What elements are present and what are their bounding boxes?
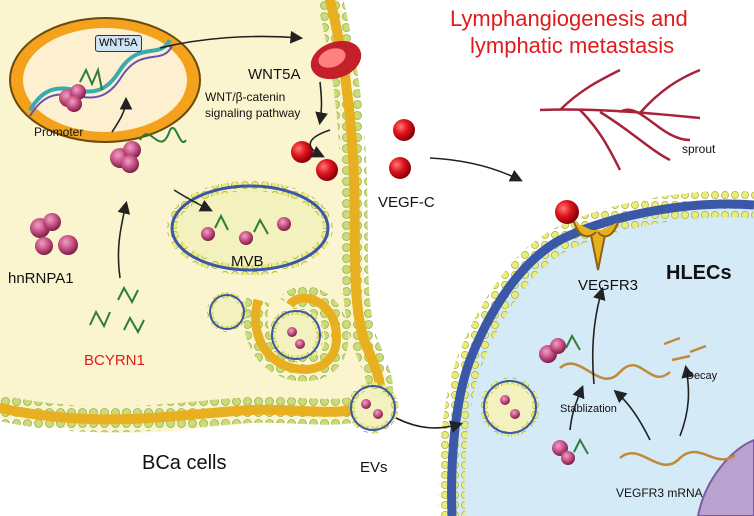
evs-label: EVs xyxy=(360,459,388,476)
bca-cell-membrane xyxy=(0,0,385,425)
stabilization-label: Stablization xyxy=(560,403,617,415)
dna-strand xyxy=(28,38,172,112)
promoter-protein-icon xyxy=(59,84,86,112)
bcyrn1-label: BCYRN1 xyxy=(84,352,145,369)
bcyrn1-rna-icon xyxy=(89,285,145,335)
vegfc-ligand-icon xyxy=(291,119,415,181)
lncrna-hnrnpa1-complex-icon xyxy=(110,126,187,173)
stabilization-complex-icon xyxy=(539,333,589,465)
vegfr3-mrna-icon xyxy=(559,336,736,466)
membrane-invagination-core xyxy=(251,293,341,374)
dna-strand-2 xyxy=(29,45,173,117)
vegfr3-label: VEGFR3 xyxy=(578,277,639,294)
pathway-label-line-2: signaling pathway xyxy=(205,106,301,120)
hlecs-label: HLECs xyxy=(666,262,732,284)
hlec-ev-icon xyxy=(480,377,540,437)
vegfc-label: VEGF-C xyxy=(378,194,435,211)
vegfr3-receptor-icon xyxy=(555,200,619,271)
hnrnpa1-label: hnRNPA1 xyxy=(8,270,74,287)
hnrnpa1-protein-icon xyxy=(30,213,78,255)
mvb-membrane xyxy=(170,184,330,272)
released-ev-icon xyxy=(347,382,399,434)
wnt5a-receptor-label: WNT5A xyxy=(248,66,301,83)
mvb-cargo-icon xyxy=(201,213,291,245)
sprout-label: sprout xyxy=(682,142,716,156)
title-line-1: Lymphangiogenesis and xyxy=(450,6,688,31)
flow-arrows xyxy=(111,30,695,441)
intracellular-ev-icon xyxy=(207,292,324,363)
decay-label: Decay xyxy=(686,370,718,382)
wnt5a-gene-label: WNT5A xyxy=(95,35,142,52)
lymphatic-sprout-icon xyxy=(539,68,701,171)
wnt5a-receptor-icon xyxy=(310,40,362,80)
bca-cells-label: BCa cells xyxy=(142,452,227,474)
promoter-label: Promoter xyxy=(34,125,84,139)
mvb-label: MVB xyxy=(231,253,264,270)
title-line-2: lymphatic metastasis xyxy=(470,33,675,58)
vegfr3-mrna-label: VEGFR3 mRNA xyxy=(616,486,703,500)
nuclear-lncrna-icon xyxy=(79,66,103,91)
pathway-label-line-1: WNT/β-catenin xyxy=(205,90,286,104)
